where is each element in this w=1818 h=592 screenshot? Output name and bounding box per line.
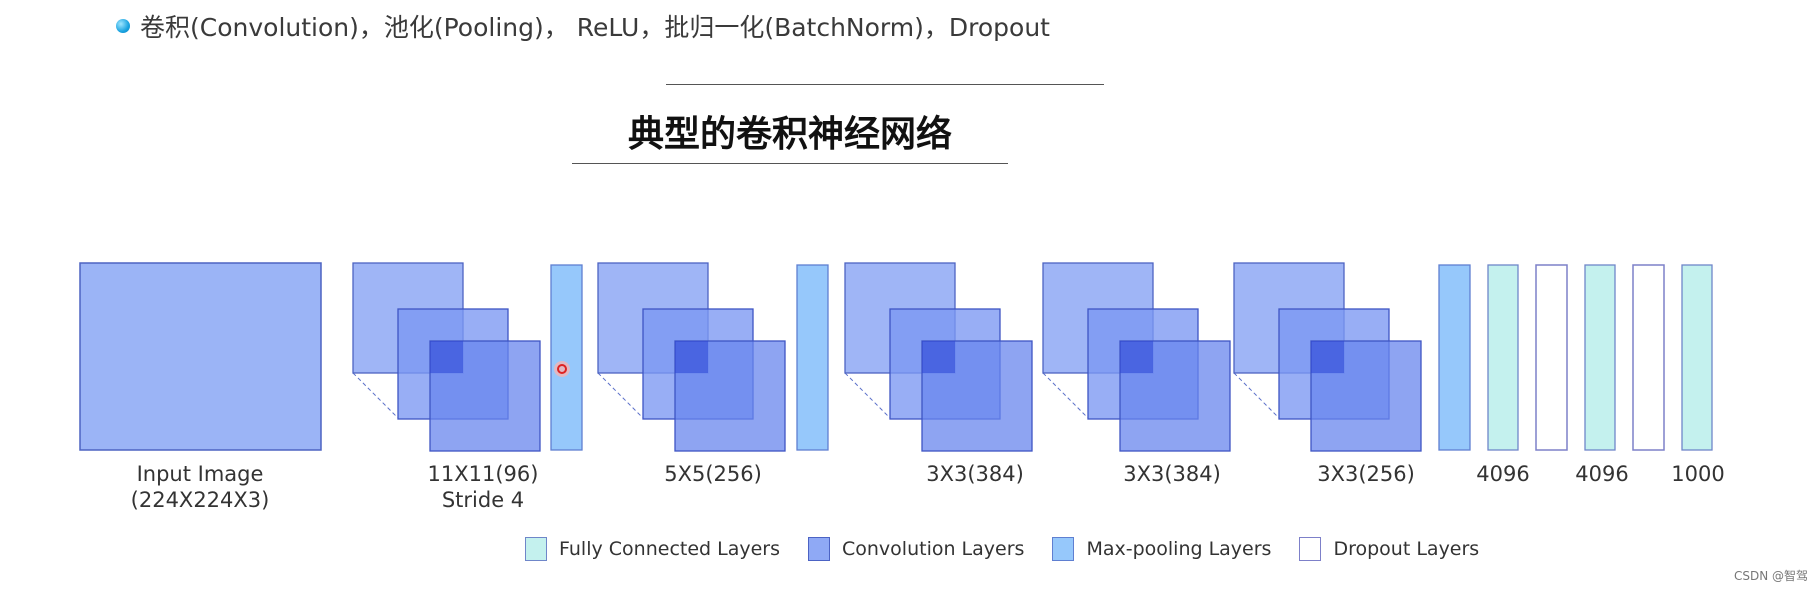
legend-item-fc: Fully Connected Layers [525,537,780,561]
caption-conv4: 3X3(384) [1123,461,1221,487]
caption-conv4-line1: 3X3(384) [1123,462,1221,486]
legend-label-pool: Max-pooling Layers [1086,538,1272,560]
pool5-block [1438,264,1471,451]
legend-label-fc: Fully Connected Layers [559,538,780,560]
caption-conv1: 11X11(96) Stride 4 [428,461,539,513]
conv5-stack [1233,262,1422,452]
pool1-block [550,264,583,451]
caption-fc2: 4096 [1575,461,1628,487]
dropout2-block [1632,264,1665,451]
input-image-block [79,262,322,451]
caption-fc1-line1: 4096 [1476,462,1530,486]
conv1-stack [352,262,541,452]
legend-label-conv: Convolution Layers [842,538,1025,560]
caption-conv2-line1: 5X5(256) [664,462,762,486]
legend-item-pool: Max-pooling Layers [1052,537,1271,561]
watermark: CSDN @智驾 [1733,569,1808,583]
conv2-stack [597,262,786,452]
caption-fc2-line1: 4096 [1575,462,1629,486]
caption-fc1: 4096 [1476,461,1529,487]
title-rule-top [666,84,1104,85]
caption-conv3-line1: 3X3(384) [926,462,1024,486]
fc1-block [1487,264,1519,451]
caption-conv1-line2: Stride 4 [441,488,525,512]
caption-conv5-line1: 3X3(256) [1317,462,1415,486]
caption-fc3-line1: 1000 [1671,462,1725,486]
diagram-title: 典型的卷积神经网络 [627,114,952,155]
caption-conv3: 3X3(384) [926,461,1024,487]
conv3-stack [844,262,1033,452]
conv4-stack [1042,262,1231,452]
caption-conv2: 5X5(256) [664,461,762,487]
legend-swatch-dropout [1299,537,1322,561]
legend: Fully Connected Layers Convolution Layer… [525,537,1507,561]
legend-swatch-pool [1052,537,1075,561]
caption-fc3: 1000 [1671,461,1724,487]
bullet-line: 卷积(Convolution)，池化(Pooling)， ReLU，批归一化(B… [116,8,1050,44]
caption-input-line2: (224X224X3) [130,488,270,512]
legend-swatch-conv [808,537,830,561]
caption-conv5: 3X3(256) [1317,461,1415,487]
cursor-marker [554,361,570,377]
pool2-block [796,264,829,451]
fc2-block [1584,264,1616,451]
caption-input-line1: Input Image [136,462,264,486]
bullet-text: 卷积(Convolution)，池化(Pooling)， ReLU，批归一化(B… [140,13,1050,42]
caption-conv1-line1: 11X11(96) [427,462,539,486]
legend-label-dropout: Dropout Layers [1333,538,1480,560]
caption-input: Input Image (224X224X3) [131,461,270,513]
legend-item-dropout: Dropout Layers [1299,537,1479,561]
fc3-block [1681,264,1713,451]
legend-swatch-fc [525,537,547,561]
bullet-icon [116,19,130,33]
title-rule-bottom [572,163,1008,164]
dropout1-block [1535,264,1568,451]
legend-item-conv: Convolution Layers [808,537,1024,561]
